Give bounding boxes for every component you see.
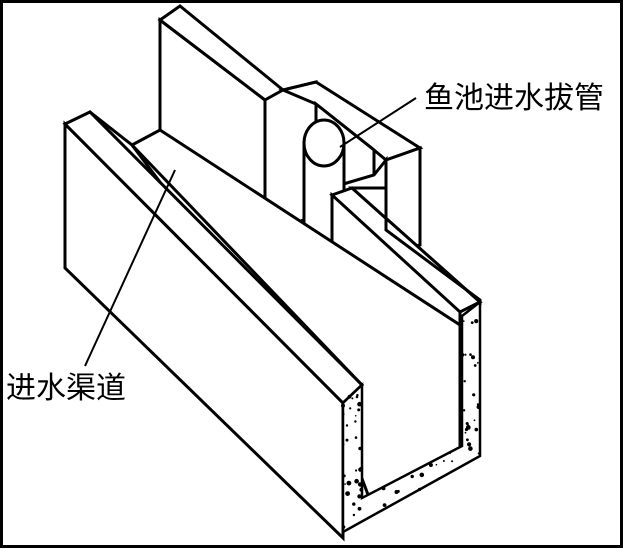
concrete-speck bbox=[472, 393, 476, 397]
concrete-speckle bbox=[341, 319, 481, 529]
concrete-speck bbox=[352, 513, 356, 517]
concrete-speck bbox=[381, 486, 386, 491]
concrete-speck bbox=[342, 474, 346, 478]
left-wall-inner-edge bbox=[88, 110, 364, 387]
concrete-speck bbox=[342, 443, 345, 446]
leader-inlet-pipe bbox=[339, 97, 417, 148]
concrete-speck bbox=[341, 403, 345, 408]
concrete-speck bbox=[438, 477, 440, 479]
concrete-speck bbox=[417, 487, 422, 492]
concrete-speck bbox=[357, 506, 362, 511]
concrete-speck bbox=[357, 408, 361, 412]
concrete-section bbox=[341, 299, 482, 535]
concrete-speck bbox=[471, 355, 475, 360]
concrete-speck bbox=[463, 380, 466, 383]
concrete-speck bbox=[354, 420, 357, 423]
concrete-speck bbox=[410, 474, 414, 479]
concrete-speck bbox=[354, 436, 358, 439]
concrete-speck bbox=[466, 423, 469, 426]
concrete-speck bbox=[469, 353, 472, 356]
concrete-speck bbox=[473, 364, 477, 367]
label-inlet-channel: 进水渠道 bbox=[6, 371, 126, 406]
concrete-speck bbox=[345, 491, 350, 496]
pipe-top-opening bbox=[302, 118, 346, 168]
concrete-speck bbox=[419, 472, 425, 478]
concrete-speck bbox=[349, 407, 352, 410]
concrete-speck bbox=[357, 401, 362, 407]
concrete-speck bbox=[355, 395, 359, 399]
concrete-speck bbox=[428, 463, 433, 467]
concrete-speck bbox=[466, 438, 469, 442]
concrete-speck bbox=[382, 503, 387, 507]
concrete-speck bbox=[345, 424, 349, 427]
concrete-speck bbox=[355, 469, 358, 472]
concrete-speck bbox=[341, 412, 345, 416]
concrete-speck bbox=[474, 319, 479, 324]
concrete-speck bbox=[351, 397, 354, 400]
concrete-speck bbox=[464, 431, 467, 434]
concrete-speck bbox=[341, 525, 346, 529]
concrete-speck bbox=[470, 321, 474, 324]
concrete-speck bbox=[396, 489, 400, 493]
concrete-speck bbox=[358, 446, 362, 451]
concrete-speck bbox=[404, 475, 406, 477]
concrete-speck bbox=[460, 352, 465, 357]
concrete-speck bbox=[449, 452, 451, 455]
concrete-speck bbox=[467, 442, 472, 447]
concrete-speck bbox=[462, 409, 466, 412]
channel-end-section bbox=[341, 299, 482, 535]
concrete-speck bbox=[464, 353, 467, 356]
label-inlet-pipe: 鱼池进水拔管 bbox=[424, 81, 604, 116]
concrete-speck bbox=[359, 466, 364, 471]
concrete-speck bbox=[477, 452, 480, 455]
concrete-speck bbox=[462, 320, 465, 322]
concrete-speck bbox=[464, 427, 469, 432]
concrete-speck bbox=[352, 502, 356, 506]
concrete-speck bbox=[345, 438, 349, 442]
concrete-speck bbox=[347, 394, 352, 399]
concrete-speck bbox=[468, 446, 473, 451]
concrete-speck bbox=[435, 463, 438, 466]
concrete-speck bbox=[476, 404, 481, 410]
concrete-speck bbox=[474, 427, 479, 432]
leader-inlet-channel bbox=[84, 169, 176, 367]
concrete-speck bbox=[442, 460, 445, 462]
right-wall-upper-face bbox=[348, 186, 482, 306]
concrete-speck bbox=[346, 480, 352, 486]
concrete-speck bbox=[476, 362, 479, 364]
concrete-speck bbox=[473, 419, 476, 422]
concrete-speck bbox=[344, 483, 346, 485]
concrete-speck bbox=[357, 494, 362, 499]
section-inner-outline bbox=[361, 445, 463, 499]
concrete-speck bbox=[359, 487, 364, 492]
concrete-speck bbox=[354, 415, 357, 417]
concrete-speck bbox=[357, 482, 363, 487]
concrete-speck bbox=[451, 460, 454, 463]
concrete-speck bbox=[354, 478, 359, 484]
